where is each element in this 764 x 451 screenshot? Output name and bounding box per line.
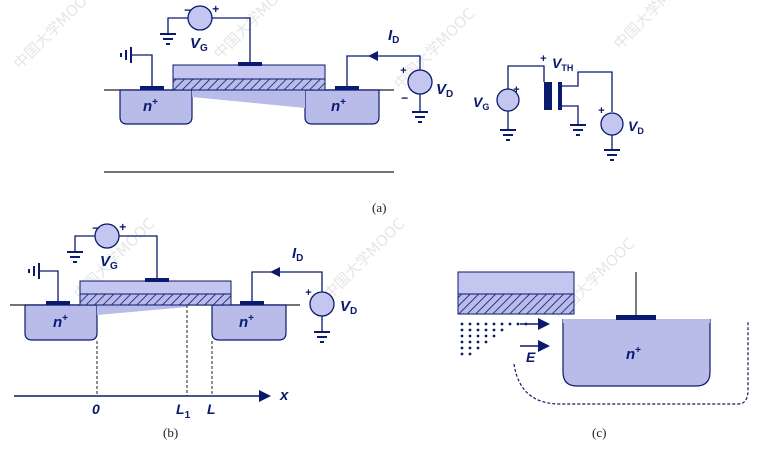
symbol-drain-wire (562, 71, 613, 112)
tick-l1-label: L1 (176, 401, 191, 421)
drain-n-plus-region (562, 319, 711, 387)
id-label: ID (388, 27, 399, 46)
drain-contact (616, 315, 656, 320)
vd-minus-sign: − (401, 91, 408, 105)
vg-label: VG (100, 253, 118, 272)
panel-b: − + VG ID + VD n+ n+ x 0 L1 L (10, 220, 357, 440)
vg-ground-wire (167, 17, 188, 34)
watermark-text: 中国大学MOOC (210, 0, 298, 63)
source-n-plus-label: n+ (143, 97, 158, 115)
mosfet-symbol: + VG + VTH + VD (473, 53, 644, 161)
vg-ground-wire (74, 235, 95, 252)
ground-icon (28, 263, 40, 279)
drain-wire (251, 271, 323, 301)
source-n-plus-region (119, 89, 193, 125)
drain-n-plus-label: n+ (239, 313, 254, 331)
gate-poly (457, 271, 575, 295)
caption-a: (a) (372, 200, 386, 215)
watermark-text: 中国大学MOOC (390, 4, 478, 92)
ground-icon (314, 331, 330, 343)
source-n-plus-region (24, 304, 98, 341)
panel-c: n+ E (c) (457, 271, 749, 440)
ground-icon (604, 149, 620, 161)
source-wire (40, 270, 59, 301)
source-n-plus-label: n+ (53, 313, 68, 331)
id-label: ID (292, 245, 303, 264)
vg-label: VG (190, 35, 208, 54)
drain-n-plus-region (211, 304, 287, 341)
drain-n-plus-label: n+ (331, 97, 346, 115)
gate-contact (145, 278, 169, 282)
drain-surface (563, 319, 710, 323)
tick-0-label: 0 (92, 401, 100, 417)
source-contact (46, 301, 70, 305)
caption-c: (c) (592, 425, 606, 440)
symbol-vth-label: VTH (552, 55, 573, 73)
ground-icon (412, 111, 428, 123)
gate-oxide (172, 78, 326, 91)
watermark-text: 中国大学MOOC (10, 0, 98, 73)
tick-l-label: L (207, 401, 216, 417)
vd-label: VD (340, 298, 357, 317)
id-arrow-icon (270, 267, 280, 277)
electron-dots (460, 322, 528, 356)
field-label: E (526, 349, 536, 365)
ground-icon (120, 47, 132, 63)
symbol-vth-plus: + (540, 53, 547, 65)
symbol-channel (558, 82, 562, 110)
watermark-text: 中国大学MOOC (320, 214, 408, 302)
source-wire (132, 54, 153, 86)
source-contact (140, 86, 164, 90)
symbol-gate-wire (507, 65, 545, 90)
symbol-source-wire (562, 105, 579, 125)
gate-oxide (457, 293, 575, 315)
symbol-vd-label: VD (628, 118, 644, 136)
ground-icon (160, 33, 176, 45)
vg-plus-sign: + (212, 2, 219, 16)
symbol-vd-plus: + (598, 105, 605, 117)
watermark-layer: 中国大学MOOC 中国大学MOOC 中国大学MOOC 中国大学MOOC 中国大学… (10, 0, 698, 323)
depletion-boundary (513, 322, 749, 405)
caption-b: (b) (163, 425, 178, 440)
vd-plus-sign: + (400, 65, 407, 77)
symbol-vg-label: VG (473, 94, 489, 112)
gate-wire (119, 235, 158, 278)
drain-contact (240, 301, 264, 305)
drain-wire (346, 55, 421, 86)
channel-inversion-layer (97, 305, 187, 315)
vg-minus-sign: − (92, 221, 99, 235)
vd-source-icon (309, 291, 335, 317)
vd-plus-sign: + (305, 287, 312, 299)
vd-source-icon (407, 69, 433, 95)
gate-contact (238, 62, 262, 66)
ground-icon (570, 124, 586, 136)
vg-source-icon (187, 5, 213, 31)
gate-oxide (79, 293, 232, 306)
id-arrow-icon (368, 51, 378, 61)
gate-poly (79, 280, 232, 295)
panel-a: − + VG ID + − VD n+ n+ (a) (104, 2, 453, 215)
x-axis-label: x (279, 387, 289, 404)
n-plus-label: n+ (626, 345, 641, 363)
vd-label: VD (436, 81, 453, 100)
drain-n-plus-region (304, 89, 380, 125)
watermark-text: 中国大学MOOC (610, 0, 698, 53)
drain-contact (335, 86, 359, 90)
ground-icon (67, 251, 83, 263)
channel-inversion-layer (192, 90, 305, 108)
vg-minus-sign: − (184, 3, 191, 17)
gate-wire (212, 17, 251, 62)
gate-poly (172, 64, 326, 80)
vg-plus-sign: + (119, 220, 126, 234)
ground-icon (500, 129, 516, 141)
symbol-gate-plate (544, 82, 552, 110)
symbol-vg-plus: + (513, 84, 520, 96)
